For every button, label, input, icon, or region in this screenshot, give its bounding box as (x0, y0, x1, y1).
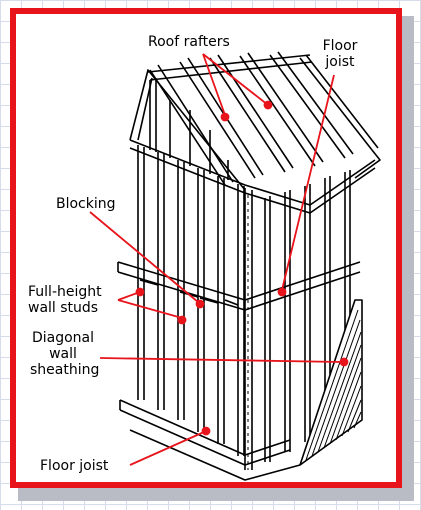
ridge-beam (147, 54, 313, 81)
label-diagonal-wall-sheathing: Diagonal wall sheathing (30, 330, 100, 378)
label-diagonal-line1: Diagonal (31, 330, 95, 346)
mid-floor-band (117, 261, 361, 301)
leader-dot-floor-joist-bottom (201, 426, 211, 436)
label-diagonal-line2: wall (49, 346, 77, 362)
label-diagonal-line3: sheathing (30, 362, 100, 378)
label-full-height-line2: wall studs (28, 300, 99, 316)
label-full-height-wall-studs: Full-height wall studs (28, 284, 102, 316)
leader-dot-rafter-1 (220, 112, 230, 122)
bottom-plate (119, 399, 291, 456)
corner-post (244, 188, 253, 470)
leader-lines (89, 53, 349, 466)
label-roof-rafters: Roof rafters (148, 34, 230, 50)
label-blocking: Blocking (56, 196, 116, 212)
label-floor-joist-bottom: Floor joist (40, 458, 109, 474)
leader-dot-stud-1 (135, 287, 145, 297)
label-floor-joist-top-line1: Floor (322, 38, 358, 54)
leader-dot-blocking (195, 299, 205, 309)
leader-dot-floor-joist-top (277, 287, 287, 297)
leader-dot-rafter-2 (263, 100, 273, 110)
label-full-height-line1: Full-height (28, 284, 102, 300)
leader-dot-stud-2 (177, 315, 187, 325)
leader-dot-sheathing (339, 357, 349, 367)
gable-verticals (149, 78, 229, 180)
top-plate (129, 139, 376, 206)
label-floor-joist-top-line2: joist (325, 54, 355, 70)
label-floor-joist-top: Floor joist (318, 38, 362, 70)
sheathing-hatch (305, 309, 362, 461)
